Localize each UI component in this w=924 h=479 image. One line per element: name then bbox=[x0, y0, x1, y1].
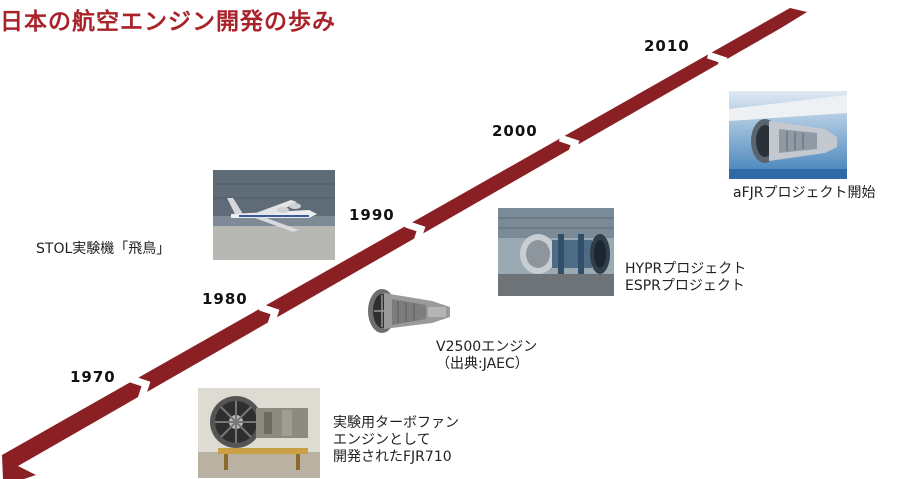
afjr-engine-illustration bbox=[729, 91, 847, 179]
v2500-engine-illustration bbox=[362, 283, 458, 343]
timeline-band bbox=[2, 8, 807, 479]
year-label-2010: 2010 bbox=[644, 37, 690, 55]
fjr710-caption: 実験用ターボファン エンジンとして 開発されたFJR710 bbox=[333, 415, 459, 466]
chevron-1990 bbox=[404, 220, 426, 249]
chevron-1970 bbox=[129, 375, 151, 404]
year-label-1970: 1970 bbox=[70, 368, 116, 386]
page-title: 日本の航空エンジン開発の歩み bbox=[0, 9, 336, 35]
chevron-2010 bbox=[706, 51, 728, 80]
fjr710-engine-photo bbox=[198, 388, 320, 478]
v2500-caption: V2500エンジン （出典:JAEC） bbox=[436, 339, 537, 373]
year-label-1980: 1980 bbox=[202, 290, 248, 308]
v2500-caption-line-2: （出典:JAEC） bbox=[436, 356, 529, 372]
fjr710-caption-line-1: 実験用ターボファン bbox=[333, 415, 459, 431]
hypr-caption-line-1: HYPRプロジェクト bbox=[625, 261, 747, 277]
v2500-caption-line-1: V2500エンジン bbox=[436, 339, 538, 355]
hypr-engine-photo bbox=[498, 208, 614, 296]
chevron-1980 bbox=[258, 303, 280, 332]
asuka-aircraft-photo bbox=[213, 170, 335, 260]
fjr710-caption-line-2: エンジンとして bbox=[333, 432, 431, 448]
chevron-2000 bbox=[558, 134, 580, 163]
year-label-2000: 2000 bbox=[492, 122, 538, 140]
asuka-caption: STOL実験機「飛鳥」 bbox=[36, 241, 171, 257]
year-label-1990: 1990 bbox=[349, 206, 395, 224]
afjr-caption: aFJRプロジェクト開始 bbox=[733, 185, 876, 201]
hypr-caption: HYPRプロジェクト ESPRプロジェクト bbox=[625, 261, 746, 295]
hypr-caption-line-2: ESPRプロジェクト bbox=[625, 278, 745, 294]
fjr710-caption-line-3: 開発されたFJR710 bbox=[333, 449, 452, 465]
